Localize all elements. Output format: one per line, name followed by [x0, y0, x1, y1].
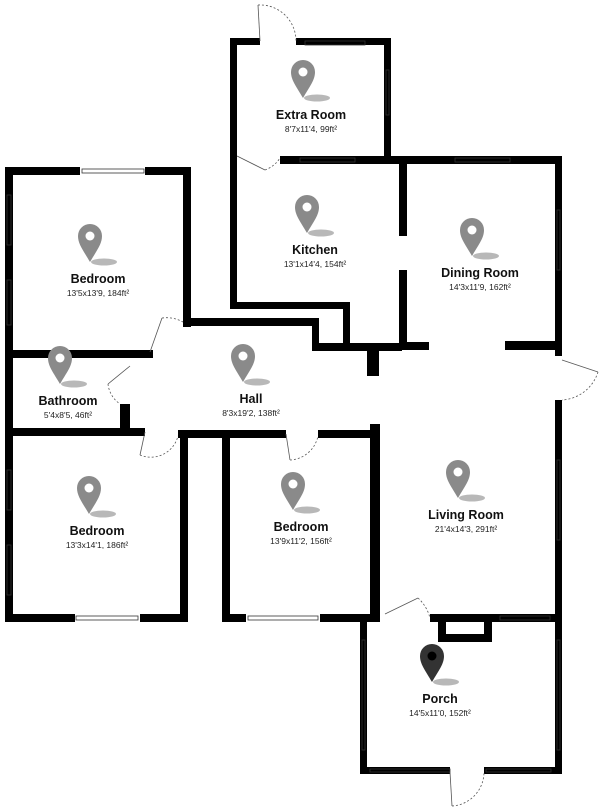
room-dimensions: 14'5x11'0, 152ft² — [409, 708, 471, 718]
walls — [5, 38, 562, 774]
room-bathroom: Bathroom 5'4x8'5, 46ft² — [0, 346, 148, 421]
room-dimensions: 8'3x19'2, 138ft² — [222, 408, 280, 418]
map-pin-icon — [231, 344, 270, 386]
room-name: Hall — [239, 392, 263, 406]
room-name: Bathroom — [38, 394, 98, 408]
room-dimensions: 13'1x14'4, 154ft² — [283, 259, 347, 269]
room-name: Extra Room — [275, 108, 347, 122]
map-pin-icon — [295, 195, 334, 237]
room-name: Bedroom — [273, 520, 329, 534]
map-pin-icon — [460, 218, 499, 260]
map-pin-icon — [281, 472, 320, 514]
room-dimensions: 21'4x14'3, 291ft² — [434, 524, 498, 534]
room-extra-room: Extra Room 8'7x11'4, 99ft² — [231, 60, 391, 135]
room-bedroom-2: Bedroom 13'3x14'1, 186ft² — [17, 476, 177, 551]
room-bedroom-3: Bedroom 13'9x11'2, 156ft² — [221, 472, 381, 547]
room-name: Porch — [422, 692, 458, 706]
map-pin-icon — [291, 60, 330, 102]
map-pin-icon — [420, 644, 459, 686]
room-dining-room: Dining Room 14'3x11'9, 162ft² — [400, 218, 560, 293]
room-name: Kitchen — [292, 243, 338, 257]
room-dimensions: 13'9x11'2, 156ft² — [270, 536, 332, 546]
room-bedroom-1: Bedroom 13'5x13'9, 184ft² — [18, 224, 178, 299]
room-dimensions: 13'3x14'1, 186ft² — [65, 540, 129, 550]
room-kitchen: Kitchen 13'1x14'4, 154ft² — [235, 195, 395, 270]
room-hall: Hall 8'3x19'2, 138ft² — [171, 344, 331, 419]
room-porch: Porch 14'5x11'0, 152ft² — [360, 644, 520, 719]
map-pin-icon — [446, 460, 485, 502]
room-dimensions: 13'5x13'9, 184ft² — [66, 288, 130, 298]
room-dimensions: 8'7x11'4, 99ft² — [284, 124, 338, 134]
room-name: Bedroom — [69, 524, 125, 538]
map-pin-icon — [78, 224, 117, 266]
room-name: Bedroom — [70, 272, 126, 286]
doors — [107, 4, 599, 807]
map-pin-icon — [48, 346, 87, 388]
room-name: Living Room — [428, 508, 504, 522]
room-dimensions: 5'4x8'5, 46ft² — [43, 410, 93, 420]
room-name: Dining Room — [441, 266, 519, 280]
map-pin-icon — [77, 476, 116, 518]
room-dimensions: 14'3x11'9, 162ft² — [449, 282, 511, 292]
windows — [6, 40, 561, 773]
room-living-room: Living Room 21'4x14'3, 291ft² — [386, 460, 546, 535]
